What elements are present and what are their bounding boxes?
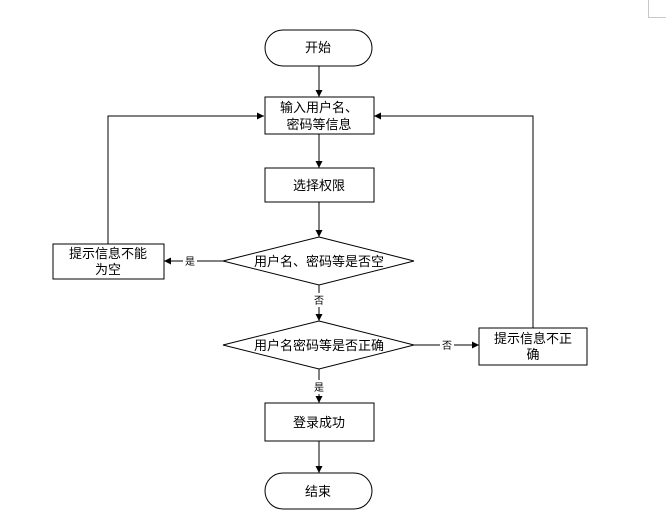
arrow-empty-prompt-back: [107, 112, 264, 244]
incorrect-prompt-box: [478, 327, 588, 366]
select-role-label: 选择权限: [293, 178, 345, 194]
input-process-box: [264, 96, 375, 135]
login-success-box: [264, 402, 375, 442]
start-label: 开始: [305, 41, 331, 56]
check-empty-label: 用户名、密码等是否空: [254, 254, 384, 270]
check-correct-decision: [222, 320, 415, 370]
check-correct-label: 用户名密码等是否正确: [254, 338, 384, 354]
edge-label-empty-no: 否: [314, 295, 324, 307]
empty-prompt-box: [52, 243, 165, 280]
start-terminal: [264, 29, 373, 67]
login-success-label: 登录成功: [293, 416, 345, 431]
arrow-incorrect-prompt-back: [374, 112, 534, 328]
empty-prompt-line2: 为空: [95, 263, 121, 278]
input-label-line1: 输入用户名、: [280, 100, 358, 116]
input-label-line2: 密码等信息: [286, 117, 351, 133]
page-corner-marker: [648, 0, 666, 18]
end-label: 结束: [305, 485, 331, 500]
empty-prompt-line1: 提示信息不能: [69, 246, 147, 262]
end-terminal: [264, 472, 373, 510]
edge-label-correct-yes: 是: [314, 382, 324, 394]
edge-label-correct-no: 否: [442, 340, 452, 352]
check-empty-decision: [222, 236, 415, 286]
incorrect-prompt-line1: 提示信息不正: [494, 331, 572, 347]
select-role-box: [264, 167, 375, 203]
edge-label-empty-yes: 是: [185, 256, 195, 268]
incorrect-prompt-line2: 确: [526, 348, 539, 363]
